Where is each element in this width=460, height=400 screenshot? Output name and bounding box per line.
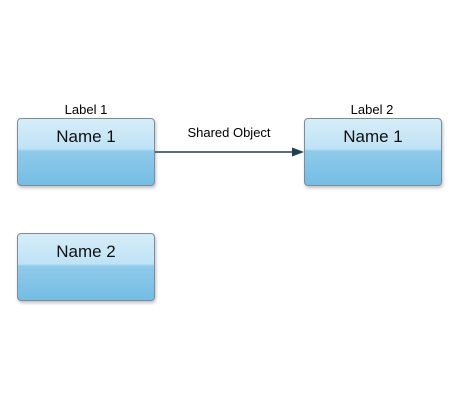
- node-3-box[interactable]: Name 2: [17, 233, 155, 301]
- node-1-box[interactable]: Name 1: [17, 118, 155, 186]
- node-1-label: Label 1: [64, 102, 108, 117]
- node-2-label: Label 2: [350, 102, 394, 117]
- node-2-box[interactable]: Name 1: [304, 118, 442, 186]
- node-2-name: Name 1: [343, 127, 403, 146]
- node-3-name: Name 2: [56, 242, 116, 261]
- node-1-name: Name 1: [56, 127, 116, 146]
- connector-arrowhead: [292, 147, 304, 157]
- connector-label: Shared Object: [187, 125, 271, 140]
